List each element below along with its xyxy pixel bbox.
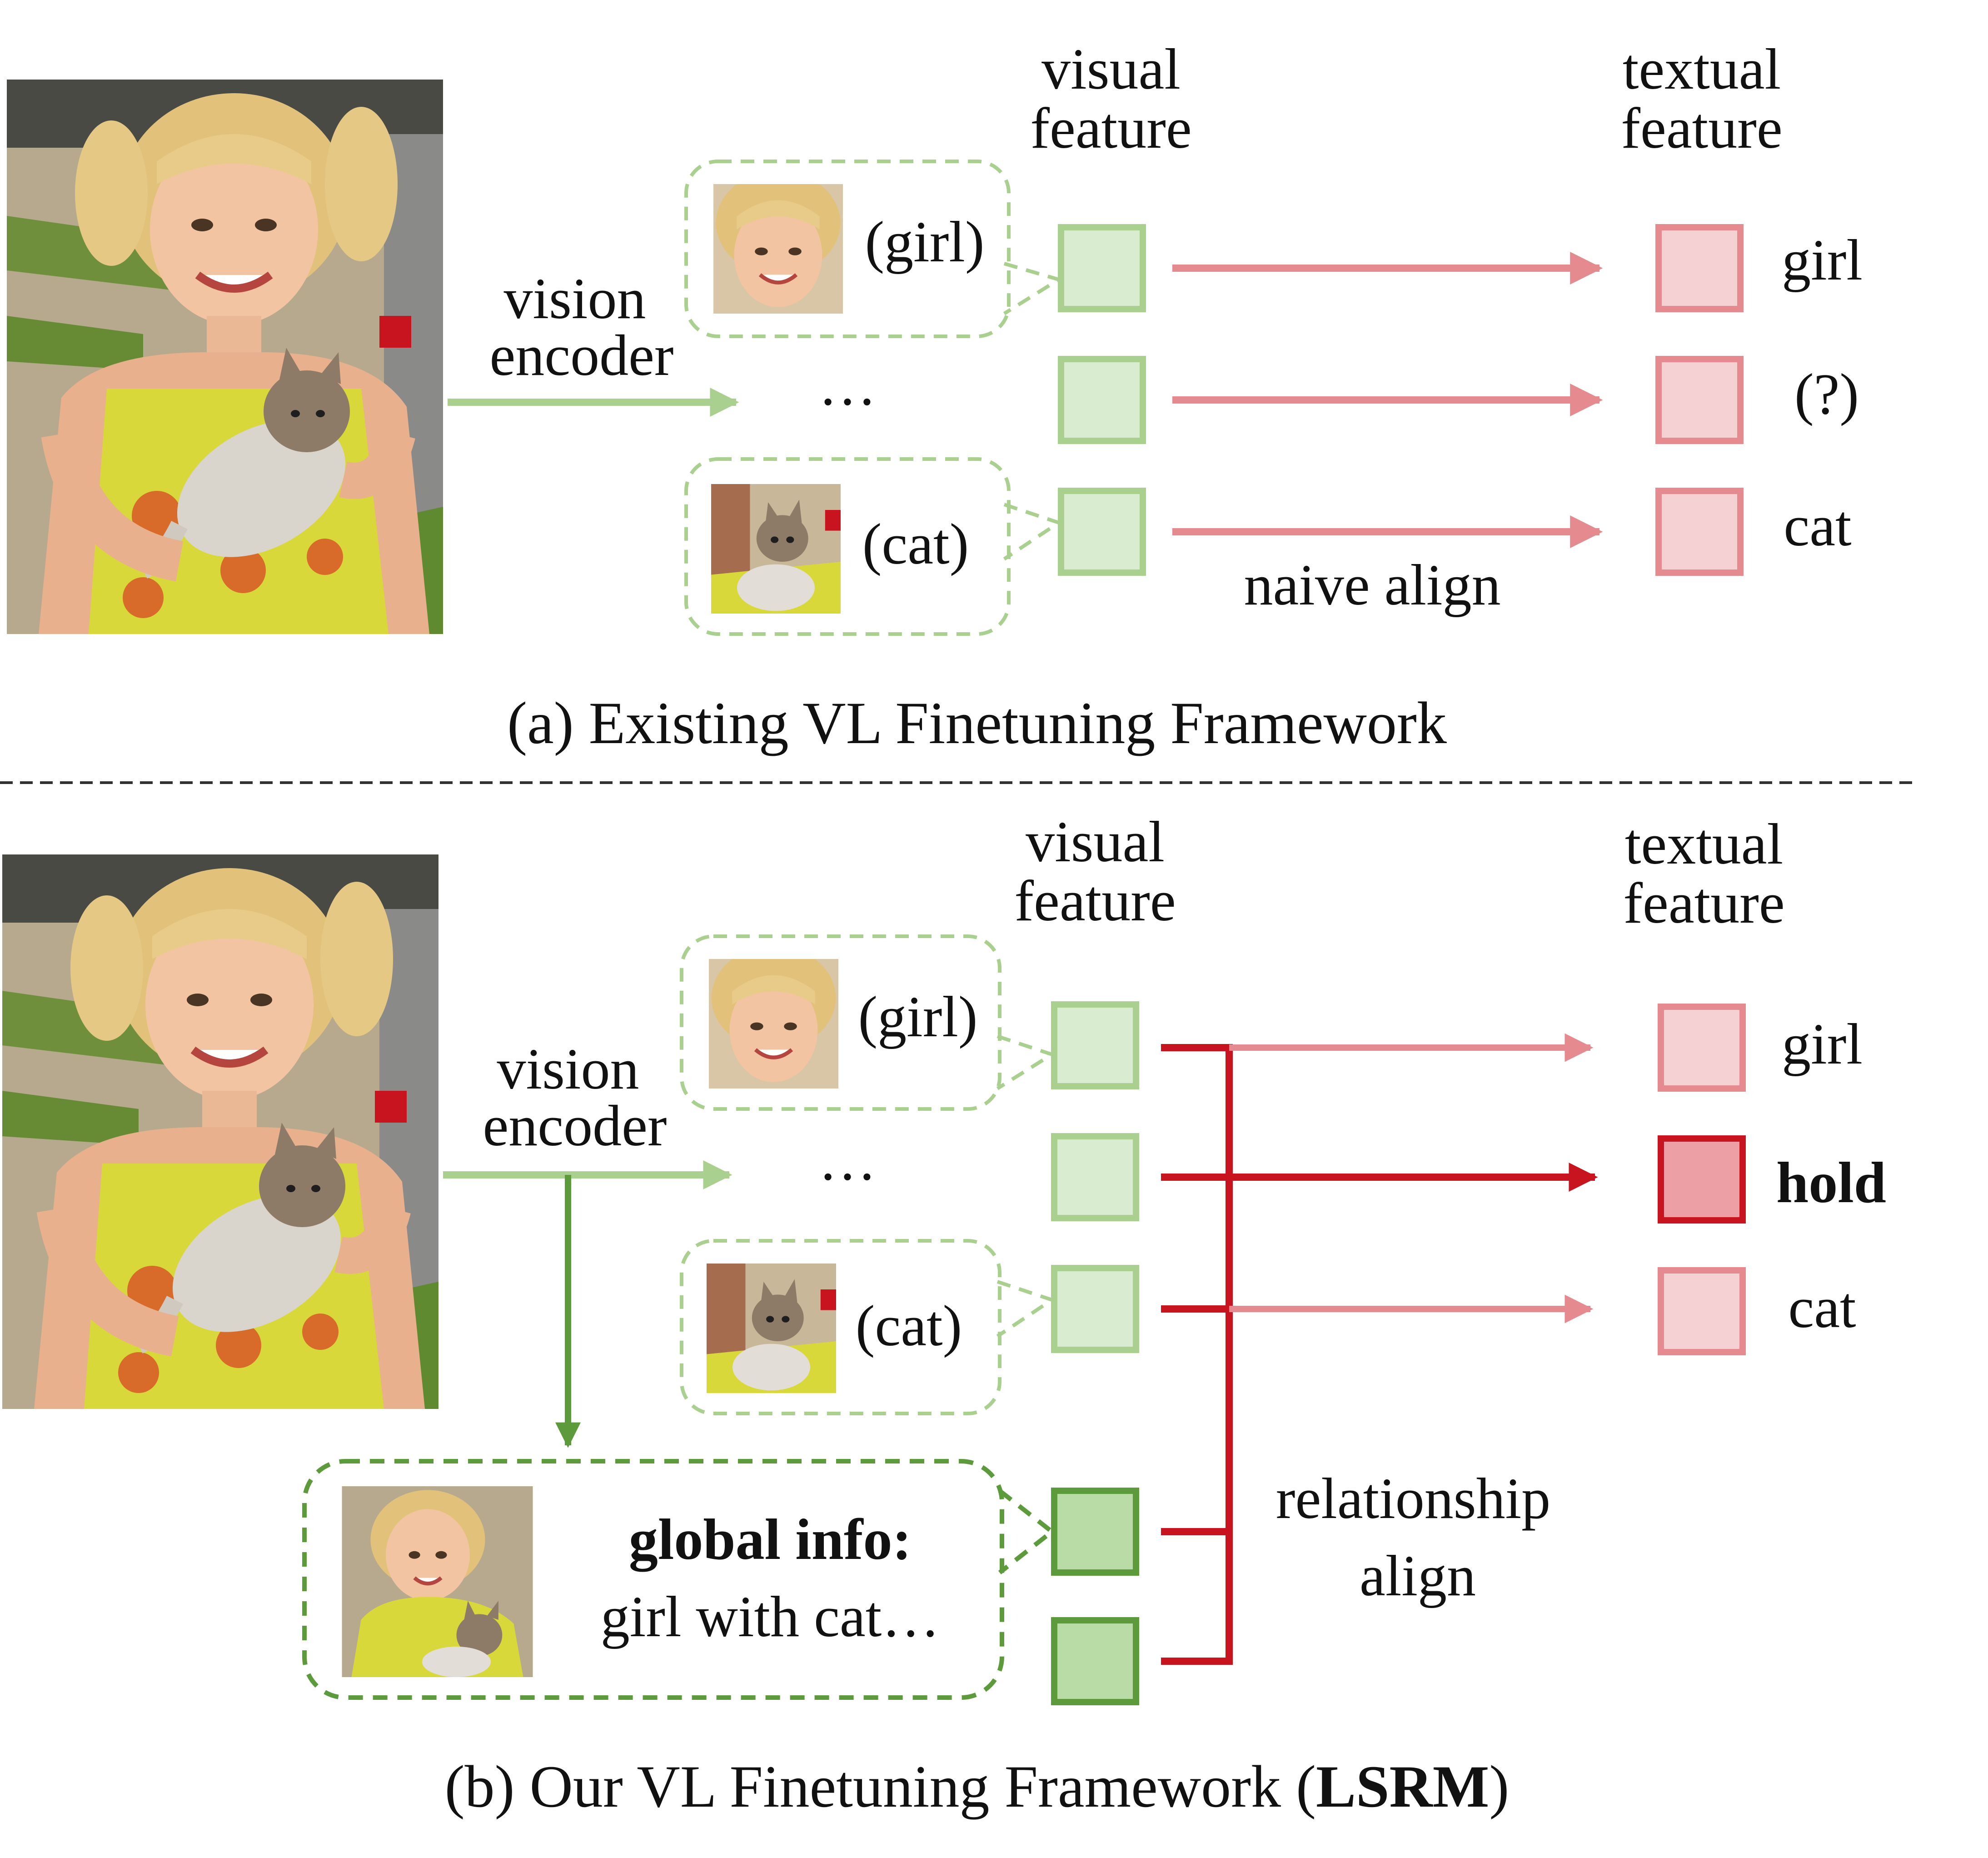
callout-pointer: [1003, 262, 1063, 315]
vision-encoder-label-line1: vision: [504, 266, 646, 331]
girl-crop-callout-b: [680, 934, 1001, 1111]
textual-feature-square: [1655, 488, 1744, 576]
girl-crop-label-b: (girl): [858, 984, 978, 1049]
panel-a: vision encoder visual feature textual fe…: [7, 37, 1863, 756]
input-photo-b: [2, 854, 438, 1409]
cat-crop-label-a: (cat): [862, 512, 969, 576]
relationship-connector: [1161, 1044, 1233, 1665]
visual-feature-square: [1058, 356, 1146, 444]
textual-feature-square: [1655, 356, 1744, 444]
vision-encoder-label-line2: encoder: [483, 1094, 667, 1158]
visual-feature-square: [1051, 1001, 1139, 1089]
token-label-a: (?): [1794, 362, 1859, 426]
visual-feature-square: [1051, 1265, 1139, 1353]
callout-pointer: [996, 1034, 1056, 1090]
input-photo-a: [7, 80, 443, 634]
relationship-align-label-line1: relationship: [1276, 1466, 1550, 1531]
caption-b-prefix: (b) Our VL Finetuning Framework (: [445, 1753, 1316, 1820]
girl-crop-callout-a: [684, 160, 1011, 338]
textual-feature-label-line2: feature: [1623, 871, 1784, 935]
relationship-align-label-line2: align: [1360, 1543, 1476, 1608]
visual-feature-label-line2: feature: [1030, 96, 1191, 160]
naive-align-label: naive align: [1244, 553, 1500, 617]
token-label-a: girl: [1782, 228, 1863, 292]
token-label-a: cat: [1784, 494, 1851, 558]
cat-crop-image-b: [707, 1264, 836, 1393]
visual-feature-label-line1: visual: [1041, 37, 1181, 101]
visual-feature-square: [1058, 488, 1146, 576]
caption-b: (b) Our VL Finetuning Framework (LSRM): [445, 1753, 1510, 1820]
visual-feature-square: [1051, 1133, 1139, 1221]
textual-feature-square: [1658, 1267, 1746, 1355]
global-feature-square: [1051, 1488, 1139, 1576]
ellipsis-a: …: [818, 353, 877, 417]
global-info-callout: [302, 1459, 1004, 1700]
panel-b: vision encoder visual feature textual fe…: [2, 809, 1886, 1820]
textual-feature-label-line1: textual: [1623, 37, 1781, 101]
textual-feature-square: [1658, 1004, 1746, 1092]
visual-feature-label-line2: feature: [1014, 869, 1176, 933]
token-label-b: girl: [1782, 1012, 1863, 1076]
token-label-b-hold: hold: [1776, 1150, 1886, 1215]
cat-crop-label-b: (cat): [856, 1294, 962, 1358]
cat-crop-callout-a: [684, 457, 1011, 636]
girl-crop-image-b: [709, 946, 838, 1089]
token-label-b: cat: [1788, 1275, 1856, 1340]
visual-feature-label-line1: visual: [1026, 809, 1165, 874]
vision-encoder-label-line1: vision: [497, 1037, 639, 1101]
global-feature-square: [1051, 1617, 1139, 1705]
girl-crop-label-a: (girl): [865, 210, 985, 274]
callout-pointer: [998, 1489, 1056, 1574]
textual-feature-square-hold: [1658, 1135, 1746, 1224]
callout-pointer: [1003, 503, 1063, 561]
global-info-image: [342, 1486, 533, 1677]
textual-feature-label-line1: textual: [1625, 812, 1783, 876]
ellipsis-b: …: [818, 1128, 877, 1192]
global-info-text: girl with cat…: [601, 1584, 940, 1649]
cat-crop-image-a: [711, 484, 841, 614]
caption-b-suffix: ): [1489, 1753, 1509, 1820]
girl-crop-image-a: [713, 171, 843, 314]
callout-pointer: [996, 1280, 1056, 1338]
visual-feature-square: [1058, 224, 1146, 312]
textual-feature-label-line2: feature: [1621, 96, 1782, 160]
textual-feature-square: [1655, 224, 1744, 312]
cat-crop-callout-b: [680, 1239, 1001, 1415]
caption-a: (a) Existing VL Finetuning Framework: [507, 689, 1447, 756]
caption-b-lsrm: LSRM: [1316, 1753, 1489, 1820]
global-info-title: global info:: [629, 1507, 912, 1572]
vision-encoder-label-line2: encoder: [489, 323, 673, 388]
